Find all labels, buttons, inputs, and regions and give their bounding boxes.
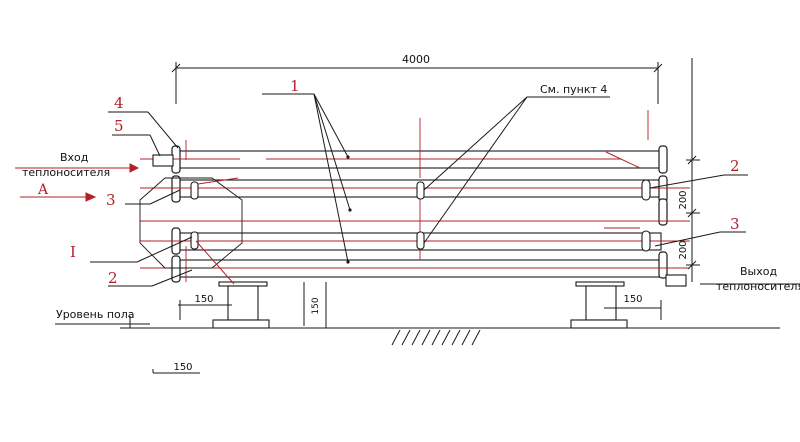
jumpers [190,179,651,252]
leader-callout-1 [262,93,351,263]
callout-bracket-left: 3 [106,191,116,209]
leg-offset-right-label: 150 [623,294,642,305]
leg-offset-left-label: 150 [194,294,213,305]
end-caps [171,145,668,283]
inlet-fitting [152,154,174,167]
floor-clearance-label: 150 [311,297,321,314]
outlet-fitting [665,274,687,287]
scale-reference-label: 150 [173,362,192,373]
floor-level-label: Уровень пола [56,308,135,321]
inlet-label-line2: теплоносителя [22,166,110,179]
leader-callouts-left [90,189,193,287]
floor [55,282,780,346]
see-item-label: См. пункт 4 [540,83,607,96]
center-lines [140,110,690,320]
overall-length-label: 4000 [402,53,430,66]
callout-bracket-right: 3 [730,215,740,233]
pipe-1 [176,150,662,169]
view-a-label: A [37,182,49,198]
callout-jumper-left: 2 [108,269,118,287]
outlet-label-line2: теплоносителя [716,280,800,293]
leader-dots [346,155,352,264]
support-legs [212,281,628,329]
scale-reference [152,369,200,374]
leader-callouts-4-5 [108,111,179,157]
callout-cap: 4 [114,94,124,112]
detail-i-outline [139,177,243,269]
callout-fitting: 5 [114,117,124,135]
leg-dimensions [178,282,662,326]
pipe-4 [176,259,662,278]
overall-dimension [171,62,663,104]
pitch-bottom-label: 200 [678,240,689,259]
flow-arrows [15,163,140,202]
pitch-top-label: 200 [678,190,689,209]
leader-callouts-right [649,174,748,247]
callout-pipe: 1 [290,77,300,95]
inlet-label-line1: Вход [60,151,89,164]
detail-i-label: I [70,243,76,261]
callout-jumper-right: 2 [730,157,740,175]
outlet-label-line1: Выход [740,265,777,278]
pipe-assembly [176,150,662,278]
leader-see-item [423,96,610,244]
leader-callouts-left-red [195,151,641,285]
